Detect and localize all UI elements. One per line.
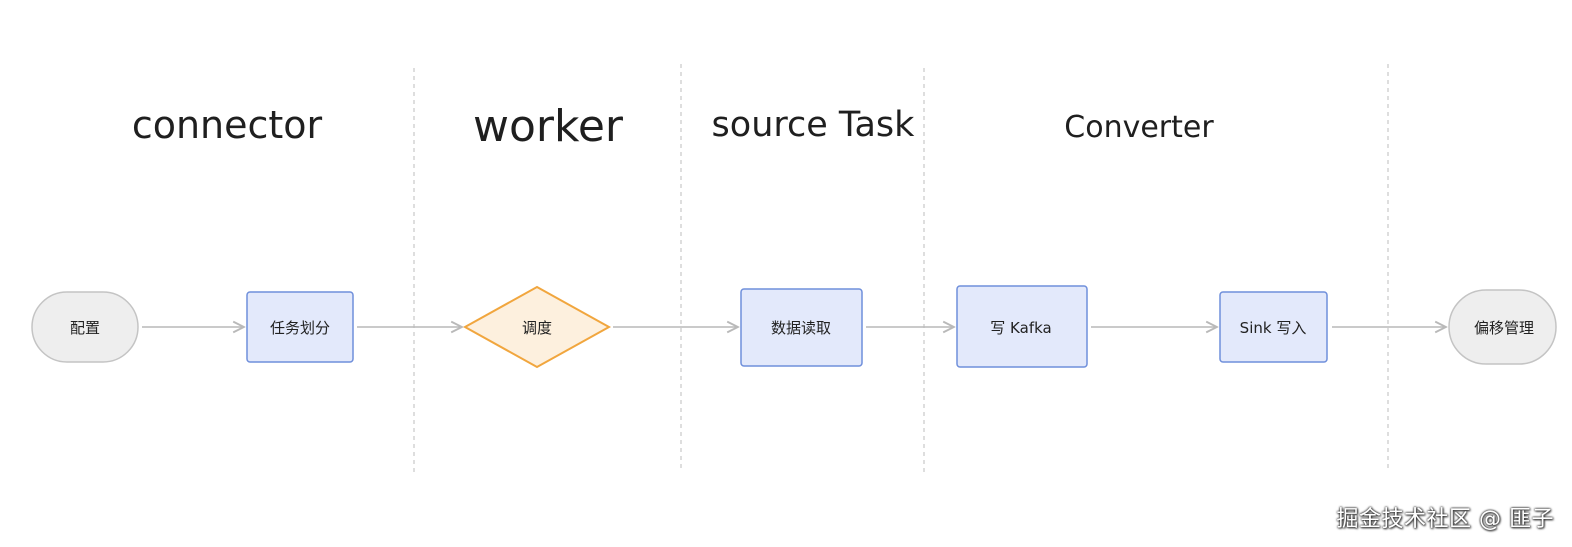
node-schedule-label: 调度 [522,319,552,337]
node-write-kafka-label: 写 Kafka [990,319,1051,337]
node-config-label: 配置 [70,319,100,337]
node-config[interactable] [31,291,139,363]
watermark-text: 掘金技术社区 @ 匪子 [1336,507,1554,532]
node-sink-write[interactable] [1219,291,1328,363]
lane-title-connector: connector [132,103,323,147]
node-task-split-label: 任务划分 [270,319,330,337]
lane-title-source-task: source Task [712,105,916,145]
node-sink-write-label: Sink 写入 [1240,319,1307,337]
node-offset-mgmt-label: 偏移管理 [1474,319,1534,337]
node-schedule[interactable] [462,285,612,369]
node-task-split[interactable] [246,291,354,363]
node-offset-mgmt[interactable] [1448,289,1557,365]
node-write-kafka[interactable] [956,285,1088,368]
lane-title-worker: worker [473,101,624,152]
node-data-read[interactable] [740,288,863,367]
lane-title-converter: Converter [1064,110,1214,145]
node-data-read-label: 数据读取 [771,319,831,337]
